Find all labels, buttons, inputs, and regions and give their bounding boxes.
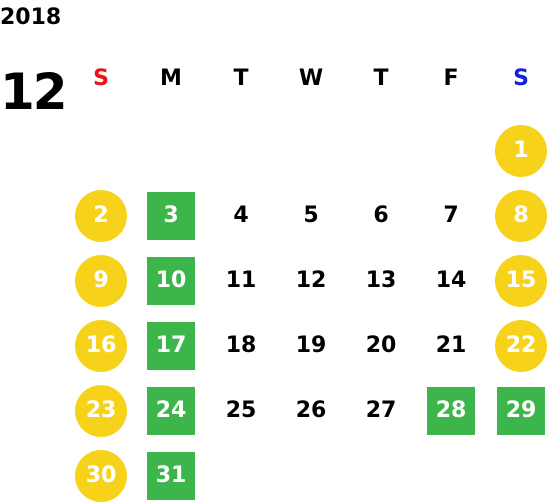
day-cell-5[interactable]: 5 [303,203,319,228]
day-cell-14[interactable]: 14 [435,268,467,293]
day-cell-2[interactable]: 2 [75,190,127,242]
day-cell-26[interactable]: 26 [295,398,327,423]
day-cell-23[interactable]: 23 [75,385,127,437]
day-cell-13[interactable]: 13 [365,268,397,293]
day-cell-31[interactable]: 31 [147,452,195,500]
day-cell-15[interactable]: 15 [495,255,547,307]
day-cell-20[interactable]: 20 [365,333,397,358]
day-cell-25[interactable]: 25 [225,398,257,423]
day-cell-22[interactable]: 22 [495,320,547,372]
weekday-header-wednesday: W [298,66,324,91]
weekday-header-sunday: S [93,66,109,91]
day-cell-10[interactable]: 10 [147,257,195,305]
day-cell-21[interactable]: 21 [435,333,467,358]
day-cell-3[interactable]: 3 [147,192,195,240]
day-cell-6[interactable]: 6 [373,203,389,228]
day-cell-12[interactable]: 12 [295,268,327,293]
day-cell-30[interactable]: 30 [75,450,127,502]
day-cell-24[interactable]: 24 [147,387,195,435]
day-cell-17[interactable]: 17 [147,322,195,370]
day-cell-29[interactable]: 29 [497,387,545,435]
day-cell-1[interactable]: 1 [495,125,547,177]
day-cell-8[interactable]: 8 [495,190,547,242]
day-cell-16[interactable]: 16 [75,320,127,372]
weekday-header-friday: F [443,66,459,91]
weekday-header-monday: M [160,66,182,91]
day-cell-27[interactable]: 27 [365,398,397,423]
weekday-header-thursday: T [373,66,389,91]
day-cell-4[interactable]: 4 [233,203,249,228]
year-label: 2018 [0,5,62,30]
weekday-header-saturday: S [513,66,529,91]
weekday-header-tuesday: T [233,66,249,91]
day-cell-19[interactable]: 19 [295,333,327,358]
day-cell-7[interactable]: 7 [443,203,459,228]
day-cell-9[interactable]: 9 [75,255,127,307]
month-label: 12 [0,63,68,121]
day-cell-18[interactable]: 18 [225,333,257,358]
day-cell-28[interactable]: 28 [427,387,475,435]
day-cell-11[interactable]: 11 [225,268,257,293]
